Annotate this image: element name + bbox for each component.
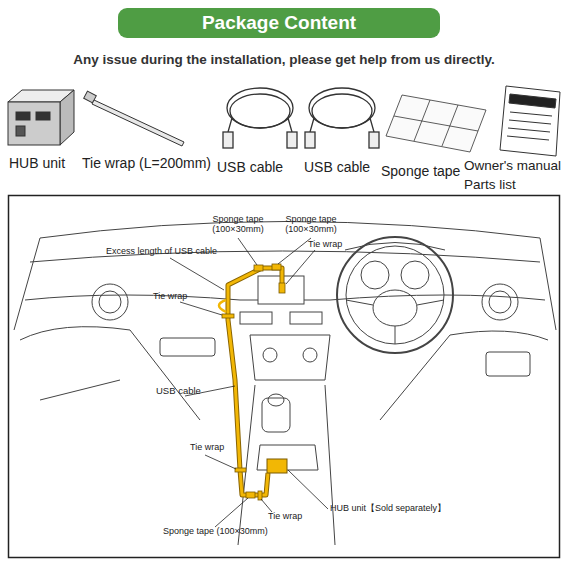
leader-line — [170, 258, 224, 290]
item-caption: USB cable — [304, 159, 370, 175]
cable-coil — [309, 88, 375, 128]
leader-line — [261, 499, 272, 512]
leader-line — [238, 238, 257, 265]
sponge-tape-mark — [254, 265, 263, 271]
item-caption: Sponge tape — [381, 163, 460, 179]
callout-label: HUB unit【Sold separately】 — [330, 503, 446, 513]
fasteners — [222, 264, 285, 500]
right-door — [380, 331, 548, 420]
knob — [263, 348, 277, 362]
excess-loop — [219, 300, 226, 312]
leader-line — [205, 455, 236, 469]
usb-cable-icon — [305, 88, 379, 148]
manual-lines — [507, 112, 552, 140]
cable-end — [310, 118, 374, 132]
item-caption: Tie wrap (L=200mm) — [82, 155, 211, 171]
steering-wheel — [337, 237, 453, 353]
window-switches — [486, 352, 530, 376]
car-interior — [14, 222, 556, 546]
usb-port — [16, 112, 30, 120]
console — [238, 385, 335, 545]
leader-line — [180, 302, 222, 315]
gauge — [401, 261, 429, 289]
center-stack — [250, 335, 330, 380]
side-vent — [99, 291, 121, 313]
manual-stripe — [509, 94, 556, 108]
tie-wrap-strap — [92, 100, 184, 146]
tape-grid — [394, 100, 478, 146]
hub-unit-icon — [8, 90, 74, 145]
sponge-tape-icon — [386, 95, 486, 152]
callout-label: USB cable — [156, 386, 201, 397]
steering-spoke — [346, 300, 444, 344]
sponge-tape-mark — [246, 492, 255, 498]
sponge-tape-mark — [272, 264, 281, 270]
cable-end — [228, 118, 292, 132]
side-vent — [489, 291, 511, 313]
side-vent — [482, 284, 518, 320]
callout-label: Excess length of USB cable — [106, 246, 217, 256]
usb-port — [36, 112, 50, 120]
item-caption: HUB unit — [9, 155, 65, 171]
callout-label: Tie wrap — [308, 239, 342, 249]
a-pillar — [14, 238, 556, 330]
title-text: Package Content — [118, 12, 440, 34]
gear-knob — [268, 394, 284, 406]
center-vent — [290, 312, 322, 324]
left-door — [20, 327, 200, 420]
tie-wrap-mark — [222, 314, 234, 318]
callout-label: Sponge tape (100×30mm) — [163, 526, 268, 536]
item-caption: Owner's manual Parts list — [464, 156, 568, 194]
tie-wrap-mark — [279, 283, 285, 293]
glovebox-handle — [160, 338, 215, 356]
callout-label: Tie wrap — [190, 442, 224, 452]
note-text: Any issue during the installation, pleas… — [0, 52, 568, 68]
usb-plug — [287, 132, 297, 148]
diagram-frame — [9, 196, 560, 558]
steering-hub — [373, 290, 417, 326]
center-vent — [240, 312, 272, 324]
usb-plug — [369, 132, 379, 148]
item-caption: USB cable — [217, 159, 283, 175]
callout-label: Sponge tape (100×30mm) — [280, 214, 342, 235]
leader-line — [215, 498, 248, 527]
callout-label: Tie wrap — [153, 291, 187, 301]
knob — [303, 348, 317, 362]
tape-sheet — [386, 95, 486, 152]
tie-wrap-mark — [235, 468, 246, 472]
leader-line — [288, 470, 328, 509]
cable-coil — [312, 94, 372, 128]
gauge — [361, 261, 389, 289]
leader-lines — [170, 238, 328, 527]
callout-label: Tie wrap — [268, 511, 302, 521]
hub-unit-box — [267, 459, 287, 473]
aux-port — [16, 126, 25, 136]
usb-plug — [305, 132, 315, 148]
steering-wheel-inner — [346, 246, 444, 344]
leader-line — [286, 250, 315, 284]
hub-side — [60, 90, 74, 145]
side-vent — [92, 284, 128, 320]
usb-plug — [223, 132, 233, 148]
usb-cable-icon — [223, 88, 297, 148]
hub-front — [8, 102, 60, 145]
manual-page — [500, 86, 560, 156]
tie-wrap-icon — [84, 91, 184, 146]
callout-label: Sponge tape (100×30mm) — [207, 214, 269, 235]
title-banner — [118, 8, 440, 38]
cable-coil — [230, 94, 290, 128]
manual-icon — [500, 86, 560, 156]
gear-boot — [262, 398, 290, 432]
cable-coil — [227, 88, 293, 128]
tie-wrap-mark — [258, 491, 262, 500]
